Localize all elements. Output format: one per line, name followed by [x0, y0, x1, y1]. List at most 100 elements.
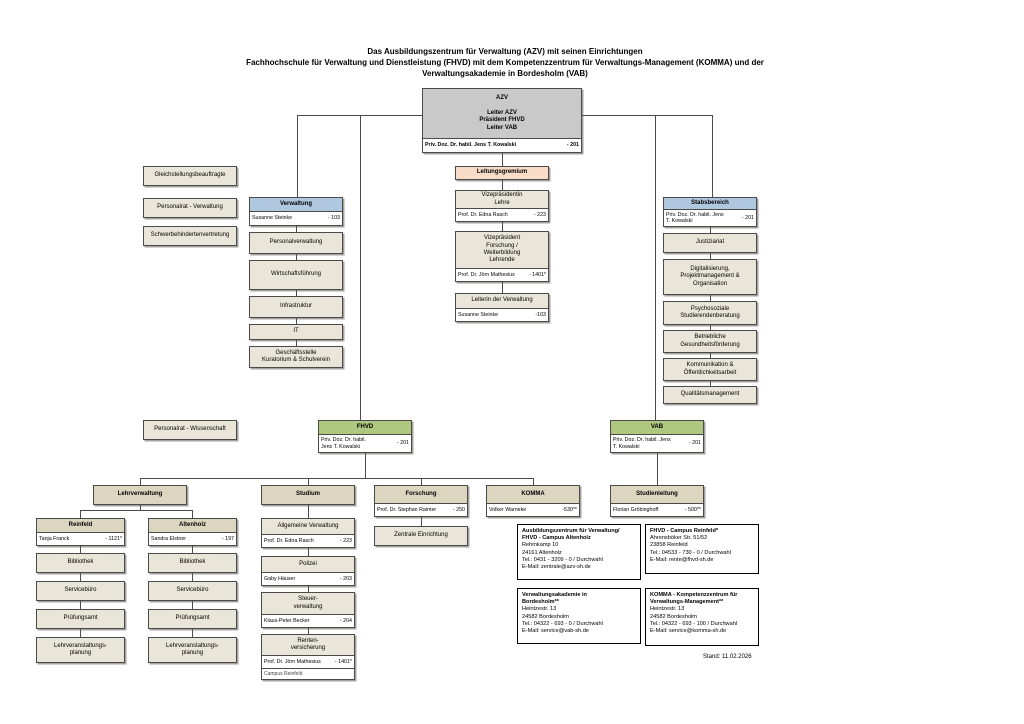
rentenversicherung-note: Campus Reinfeld — [262, 668, 354, 679]
connector-line — [421, 517, 422, 526]
info-azv-altenholz-line: Rehmkamp 10 — [522, 542, 559, 549]
verwaltung-person-extension: - 103 — [327, 215, 340, 222]
studienleitung-label: Studienleitung — [636, 490, 678, 497]
bibliothek-altenholz-box: Bibliothek — [148, 553, 237, 573]
stabsbereich-label: Stabsbereich — [691, 199, 729, 206]
personalverwaltung-box: Personalverwaltung — [249, 232, 343, 254]
connector-line — [80, 510, 81, 518]
connector-line — [712, 115, 713, 197]
vab-label: VAB — [650, 423, 664, 430]
polizei-person-extension: - 203 — [339, 575, 352, 582]
chart-title-line1: Das Ausbildungszentrum für Verwaltung (A… — [367, 47, 643, 56]
steuerverwaltung-person-extension: - 204 — [339, 617, 352, 624]
polizei-label: Polizei — [299, 560, 317, 567]
lehrverwaltung-label: Lehrverwaltung — [117, 491, 163, 498]
forschung-person-extension: - 250 — [452, 506, 465, 513]
personalverwaltung-label: Personalverwaltung — [269, 239, 323, 246]
wirtschaftsfuehrung-box: Wirtschaftsführung — [249, 260, 343, 290]
komma-label: KOMMA — [521, 490, 545, 497]
studienleitung-person-name: Florian Gröbinghoff — [613, 506, 659, 513]
studium-label: Studium — [296, 491, 320, 498]
fhvd-box: FHVD Priv. Doz. Dr. habil.Jens T. Kowalsk… — [318, 420, 412, 453]
info-fhvd-reinfeld-line: 23858 Reinfeld — [650, 542, 688, 549]
pruefungsamt-reinfeld-label: Prüfungsamt — [63, 615, 98, 622]
leitungsgremium-label: Leitungsgremium — [476, 169, 528, 176]
altenholz-person-name: Sandra Elstner — [151, 535, 187, 542]
info-komma-line: Heintzestr. 13 — [650, 606, 685, 613]
pruefungsamt-altenholz-box: Prüfungsamt — [148, 609, 237, 629]
vizepraesidentin-lehre-person-extension: - 223 — [533, 211, 546, 218]
it-box: IT — [249, 324, 343, 340]
fhvd-person-bar: Priv. Doz. Dr. habil.Jens T. Kowalski- 2… — [319, 434, 411, 452]
forschung-person-bar: Prof. Dr. Stephan Raimer- 250 — [375, 503, 467, 516]
altenholz-person-extension: - 197 — [221, 535, 234, 542]
chart-title: Das Ausbildungszentrum für Verwaltung (A… — [140, 46, 870, 79]
vizepraesident-forschung-person-name: Prof. Dr. Jörn Mathesius — [458, 271, 515, 278]
altenholz-label: Altenholz — [179, 521, 206, 528]
steuerverwaltung-person-name: Klaus-Peter Becker — [264, 617, 310, 624]
info-fhvd-reinfeld-box: FHVD - Campus Reinfeld*Ahrensböker Str. … — [645, 524, 759, 574]
reinfeld-person-name: Tanja Franck — [39, 535, 70, 542]
altenholz-person-bar: Sandra Elstner - 197 — [149, 532, 236, 545]
digitalisierung-label: Digitalisierung,Projektmanagement &Organ… — [680, 265, 740, 287]
info-azv-altenholz-line: E-Mail: zentrale@azv-sh.de — [522, 564, 591, 571]
verwaltung-label: Verwaltung — [279, 200, 312, 207]
info-azv-altenholz-title: FHVD - Campus Altenholz — [522, 535, 591, 542]
lehrverwaltung-box: Lehrverwaltung — [93, 485, 187, 505]
personalrat-wissenschaft-box: Personalrat - Wissenschaft — [143, 420, 237, 440]
qualitaetsmanagement-label: Qualitätsmanagement — [680, 391, 740, 398]
lehrveranstaltungsplanung-reinfeld-label: Lehrveranstaltungs-planung — [53, 642, 108, 656]
verwaltung-person-bar: Susanne Steinke - 103 — [250, 211, 342, 225]
connector-line — [365, 453, 366, 478]
komma-person-extension: -530** — [562, 506, 577, 513]
connector-line — [533, 478, 534, 485]
studienleitung-person-extension: - 500** — [684, 506, 701, 513]
bibliothek-reinfeld-label: Bibliothek — [67, 559, 94, 566]
connector-line — [308, 478, 309, 485]
allgemeine-verwaltung-person-extension: - 223 — [339, 537, 352, 544]
zentrale-einrichtung-box: Zentrale Einrichtung — [374, 526, 468, 546]
azv-person-bar: Priv. Doz. Dr. habil. Jens T. Kowalski- … — [423, 138, 581, 152]
pruefungsamt-reinfeld-box: Prüfungsamt — [36, 609, 125, 629]
servicebuero-reinfeld-label: Servicebüro — [64, 587, 97, 594]
stand-date: Stand: 11.02.2026 — [703, 654, 752, 660]
connector-line — [502, 153, 503, 166]
info-vab-bordesholm-line: Heintzestr. 13 — [522, 606, 557, 613]
studienleitung-person-bar: Florian Gröbinghoff - 500** — [611, 503, 703, 516]
info-fhvd-reinfeld-line: E-Mail: rente@fhvd-sh.de — [650, 556, 714, 563]
vizepraesident-forschung-person-extension: - 1401* — [528, 271, 546, 278]
fhvd-label: FHVD — [356, 423, 374, 430]
connector-line — [657, 453, 658, 485]
connector-line — [140, 478, 533, 479]
justiziariat-label: Justiziariat — [695, 239, 725, 246]
bibliothek-reinfeld-box: Bibliothek — [36, 553, 125, 573]
info-vab-bordesholm-title: Bordesholm** — [522, 599, 559, 606]
allgemeine-verwaltung-person-name: Prof. Dr. Edna Rasch — [264, 537, 314, 544]
steuerverwaltung-person-bar: Klaus-Peter Becker - 204 — [262, 614, 354, 627]
servicebuero-altenholz-label: Servicebüro — [176, 587, 209, 594]
connector-line — [140, 478, 141, 485]
reinfeld-person-extension: - 1121* — [105, 535, 122, 542]
komma-person-bar: Volker Warneke-530** — [487, 503, 579, 516]
kommunikation-oeffentlichkeitsarbeit-box: Kommunikation &Öffentlichkeitsarbeit — [663, 358, 757, 381]
verwaltung-person-name: Susanne Steinke — [252, 215, 293, 222]
personalrat-verwaltung-box: Personalrat - Verwaltung — [143, 198, 237, 218]
connector-line — [582, 115, 712, 116]
info-vab-bordesholm-line: 24582 Bordesholm — [522, 613, 569, 620]
info-azv-altenholz-box: Ausbildungszentrum für Verwaltung/FHVD -… — [517, 524, 641, 580]
